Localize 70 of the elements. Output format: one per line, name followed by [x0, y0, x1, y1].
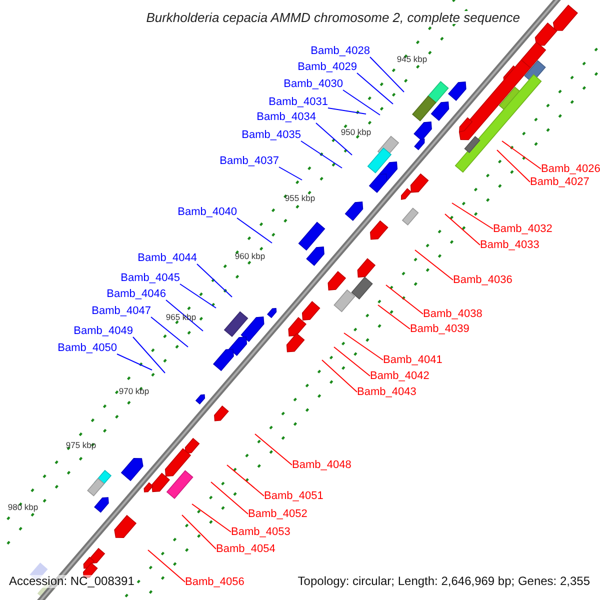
scale-tick-label: 960 kbp [234, 251, 266, 261]
leader-line [344, 332, 384, 360]
gene-label: Bamb_4054 [216, 543, 276, 556]
leader-line [316, 122, 352, 156]
gene-label: Bamb_4031 [268, 96, 328, 109]
leader-line [180, 284, 216, 308]
scale-tick-label: 955 kbp [284, 193, 316, 203]
leader-line [192, 504, 232, 532]
scale-tick-label: 950 kbp [340, 127, 372, 137]
scale-tick-label: 975 kbp [66, 440, 96, 450]
leader-line [132, 336, 166, 374]
gene-label: Bamb_4042 [370, 370, 430, 383]
map-title: Burkholderia cepacia AMMD chromosome 2, complete sequence [146, 11, 520, 24]
gene-label: Bamb_4027 [530, 176, 590, 189]
leader-line [334, 346, 370, 376]
gene-label: Bamb_4036 [453, 274, 512, 287]
leader-line [370, 56, 404, 92]
gene-label: Bamb_4028 [310, 45, 370, 58]
gene-label: Bamb_4049 [74, 325, 133, 338]
scale-tick-label: 970 kbp [118, 386, 150, 396]
leader-line [502, 140, 542, 170]
gene-label: Bamb_4035 [242, 129, 301, 142]
gene-label: Bamb_4029 [298, 61, 357, 74]
leader-line [254, 434, 292, 466]
leader-line [300, 140, 342, 168]
leader-line [328, 108, 366, 114]
leader-line [278, 166, 302, 180]
leader-line [444, 214, 480, 246]
leader-line [414, 250, 454, 280]
scale-tick-label: 980 kbp [8, 502, 38, 512]
leader-line [452, 202, 494, 230]
gene-label: Bamb_4041 [383, 354, 442, 367]
gene-label: Bamb_4045 [120, 272, 180, 285]
leader-line [386, 284, 424, 314]
leader-line [356, 72, 394, 104]
gene-label: Bamb_4037 [220, 155, 279, 168]
gene-label: Bamb_4038 [423, 308, 482, 321]
gene-label: Bamb_4040 [178, 206, 237, 219]
leader-line [210, 482, 248, 514]
gene-label: Bamb_4034 [256, 111, 316, 124]
gene-label: Bamb_4044 [138, 252, 197, 265]
gene-label: Bamb_4039 [410, 323, 470, 336]
gene-label: Bamb_4033 [480, 239, 540, 252]
leader-line [150, 316, 188, 348]
leader-line [236, 218, 272, 244]
leader-line [148, 550, 186, 582]
leader-line [182, 514, 216, 550]
gene-label: Bamb_4052 [248, 508, 308, 521]
scale-tick-label: 945 kbp [396, 54, 428, 64]
gene-label: Bamb_4048 [292, 459, 352, 472]
leader-line [322, 360, 358, 392]
gene-label: Bamb_4047 [92, 305, 151, 318]
leader-line [342, 90, 380, 116]
gene-label: Bamb_4032 [493, 223, 552, 236]
gene-label: Bamb_4056 [185, 576, 244, 589]
gene-label: Bamb_4050 [58, 342, 117, 355]
gene-label: Bamb_4026 [541, 163, 600, 176]
gene-label: Bamb_4043 [357, 386, 416, 399]
leader-line [166, 300, 204, 332]
gene-label: Bamb_4046 [106, 288, 166, 301]
gene-label: Bamb_4053 [231, 526, 290, 539]
gene-label: Bamb_4030 [284, 78, 343, 91]
leader-line [226, 464, 264, 496]
leader-line [196, 264, 232, 298]
leader-line [378, 304, 410, 330]
footer-text: Accession: NC_008391 [9, 575, 134, 588]
gene-label: Bamb_4051 [264, 490, 324, 503]
leader-line [116, 354, 152, 370]
leader-line [496, 150, 530, 182]
footer-text: Topology: circular; Length: 2,646,969 bp; Genes: 2,355 [298, 575, 590, 588]
